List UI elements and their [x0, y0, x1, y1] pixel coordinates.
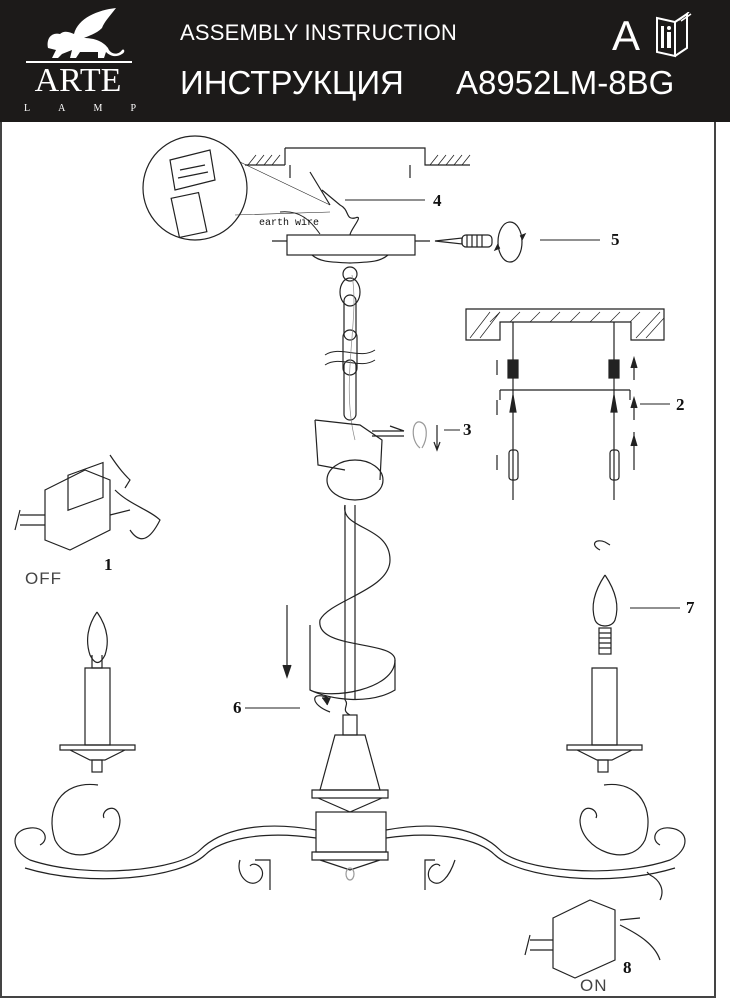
- wire-connector: [279, 171, 360, 236]
- ceiling-mount-illustration: [245, 147, 471, 178]
- switch-off-illustration: [14, 454, 161, 551]
- decorative-spiral: [309, 419, 396, 700]
- step-8-label: 8: [623, 958, 632, 977]
- section-letter: A: [612, 12, 641, 59]
- hook-illustration: [372, 421, 441, 452]
- logo-sub-letter: M: [93, 103, 103, 114]
- switch-off-label: OFF: [25, 569, 62, 588]
- page-frame: [0, 122, 716, 998]
- chain: [324, 266, 376, 441]
- down-arrow: [282, 605, 292, 679]
- logo-sub-letter: P: [130, 103, 136, 114]
- logo-brand-text: ARTE: [34, 62, 122, 99]
- rotate-arrow-step-6: [314, 695, 331, 713]
- earth-wire-label: earth wire: [259, 218, 320, 229]
- step-5-label: 5: [611, 230, 620, 249]
- document-header: ARTE L A M P ASSEMBLY INSTRUCTION ИНСТРУ…: [0, 0, 730, 122]
- step-1-label: 1: [104, 555, 113, 574]
- chandelier-arms: [14, 783, 686, 890]
- canopy: [272, 234, 430, 264]
- switch-on-illustration: [524, 871, 663, 979]
- chandelier-body: [311, 699, 389, 881]
- model-number: A8952LM-8BG: [456, 64, 675, 101]
- assembly-diagram: [14, 135, 686, 979]
- terminal-block-detail: [142, 135, 331, 241]
- callout-lines: [245, 199, 680, 709]
- ceiling-bracket-illustration: [465, 308, 665, 500]
- screwdriver-illustration: [434, 221, 527, 263]
- switch-on-label: ON: [580, 976, 608, 995]
- logo-sub-letter: L: [24, 103, 31, 114]
- candle-right: [566, 667, 643, 773]
- step-6-label: 6: [233, 698, 242, 717]
- title-russian: ИНСТРУКЦИЯ: [180, 64, 404, 101]
- step-7-label: 7: [686, 598, 695, 617]
- step-2-label: 2: [676, 395, 685, 414]
- logo-subtitle: L A M P: [24, 103, 136, 114]
- title-english: ASSEMBLY INSTRUCTION: [180, 20, 458, 45]
- arte-lamp-logo: ARTE L A M P: [18, 8, 138, 114]
- instruction-book-icon: [656, 12, 692, 58]
- step-4-label: 4: [433, 191, 442, 210]
- logo-sub-letter: A: [58, 103, 66, 114]
- candle-bulb-illustration: [592, 540, 618, 655]
- candle-left: [59, 611, 136, 773]
- winged-lion-icon: [47, 8, 125, 58]
- logo-divider: [26, 61, 132, 63]
- step-3-label: 3: [463, 420, 472, 439]
